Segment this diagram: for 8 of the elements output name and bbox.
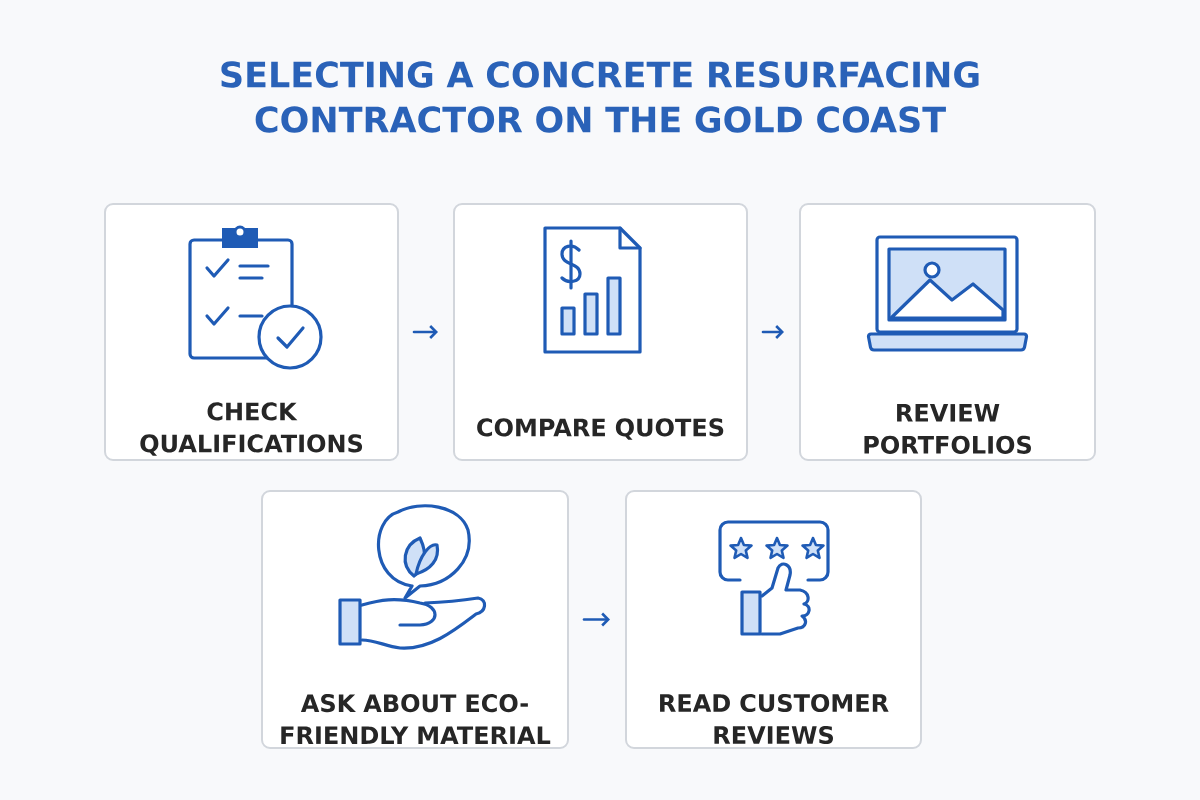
step-box: ASK ABOUT ECO-FRIENDLY MATERIAL xyxy=(261,490,569,749)
arrow xyxy=(761,325,784,339)
arrow xyxy=(582,612,610,627)
arrow xyxy=(412,325,438,339)
title: SELECTING A CONCRETE RESURFACING CONTRACTOR ON THE GOLD COAST xyxy=(221,61,979,133)
step-box: READ CUSTOMER REVIEWS xyxy=(625,490,922,749)
step-box: CHECK QUALIFICATIONS xyxy=(104,203,399,461)
step-box: COMPARE QUOTES xyxy=(453,203,748,461)
